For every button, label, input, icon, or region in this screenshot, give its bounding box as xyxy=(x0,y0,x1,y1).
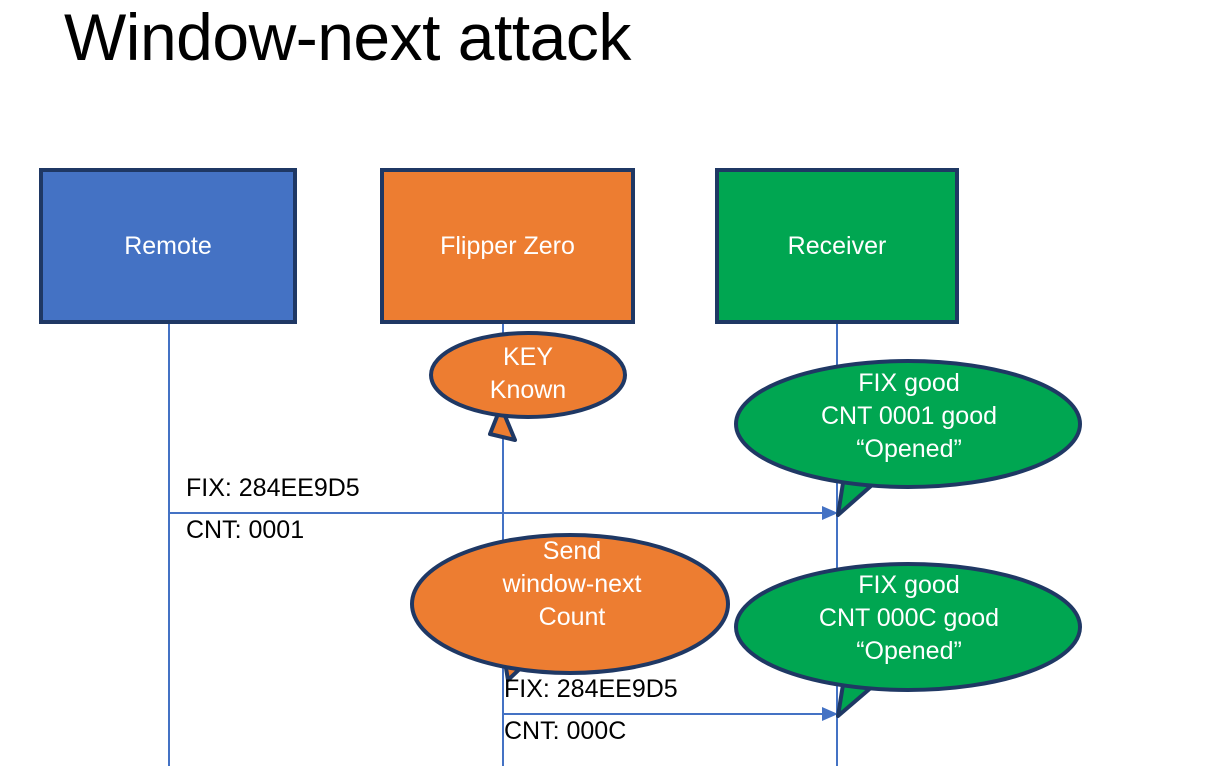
message-label-2-fix: FIX: 284EE9D5 xyxy=(504,675,678,703)
message-arrowhead-2 xyxy=(822,707,838,721)
bubble-line: “Opened” xyxy=(856,435,962,463)
bubble-line: Count xyxy=(538,603,606,631)
bubble-line: KEY xyxy=(502,343,554,371)
bubble-line: window-next xyxy=(502,570,642,598)
actor-label-remote: Remote xyxy=(124,232,212,260)
actor-label-flipper: Flipper Zero xyxy=(440,232,575,260)
bubble-text-receiver-second: FIX good CNT 000C good “Opened” xyxy=(741,569,1077,668)
speech-bubble-key-known-body[interactable] xyxy=(429,331,627,419)
message-label-1-fix: FIX: 284EE9D5 xyxy=(186,474,360,502)
bubble-line: Known xyxy=(489,376,567,404)
actor-box-flipper[interactable] xyxy=(380,168,635,324)
speech-bubble-receiver-second[interactable] xyxy=(734,562,1082,692)
speech-bubble-receiver-first[interactable] xyxy=(734,359,1082,489)
page-title: Window-next attack xyxy=(64,0,631,74)
speech-bubble-send-window-next[interactable] xyxy=(410,533,730,675)
bubble-text-receiver-first: FIX good CNT 0001 good “Opened” xyxy=(741,367,1077,466)
actor-box-remote[interactable] xyxy=(39,168,297,324)
actor-label-receiver: Receiver xyxy=(787,232,887,260)
bubble-line: Send xyxy=(542,537,602,565)
bubble-text-key-known: KEY Known xyxy=(434,341,622,407)
message-label-1-cnt: CNT: 0001 xyxy=(186,516,305,544)
actor-box-receiver[interactable] xyxy=(715,168,959,324)
message-label-2-cnt: CNT: 000C xyxy=(504,717,627,745)
message-arrowhead-1 xyxy=(822,506,838,520)
bubble-line: “Opened” xyxy=(856,637,962,665)
bubble-line: CNT 000C good xyxy=(818,604,1000,632)
bubble-line: CNT 0001 good xyxy=(820,402,998,430)
bubble-text-send-window-next: Send window-next Count xyxy=(418,535,726,634)
bubble-line: FIX good xyxy=(858,571,960,599)
bubble-line: FIX good xyxy=(858,369,960,397)
